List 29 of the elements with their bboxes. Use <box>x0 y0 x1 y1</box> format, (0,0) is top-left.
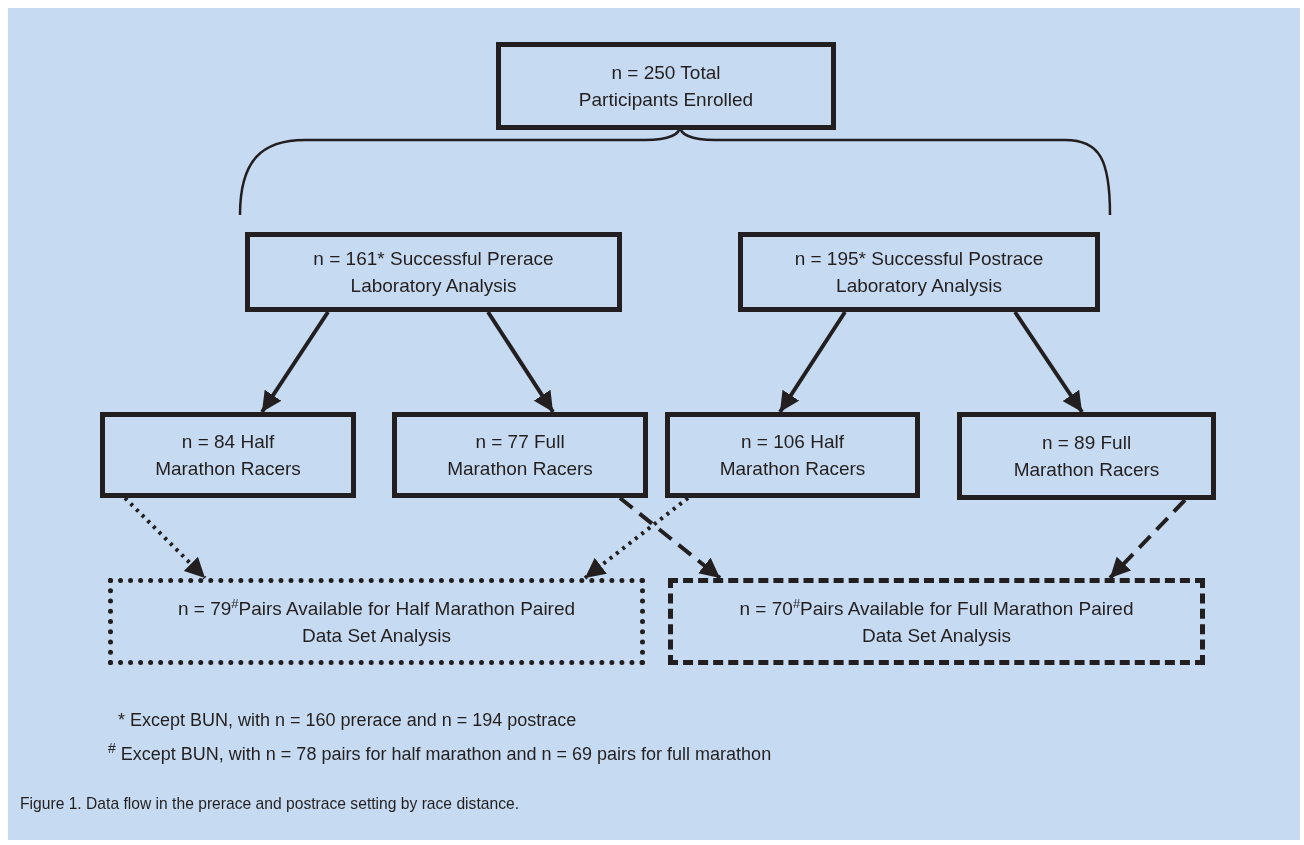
arrow <box>618 496 722 580</box>
box-text: n = 161* Successful Prerace Laboratory Analysis <box>312 247 555 298</box>
process-box <box>668 578 1205 665</box>
box-text: n = 70$^{#}$Pairs Available for Full Marathon Paired Data Set Analysis <box>738 594 1135 648</box>
arrow <box>583 496 690 580</box>
process-box <box>738 232 1100 312</box>
arrow <box>123 496 207 580</box>
box-text: n = 77 Full Marathon Racers <box>446 430 594 481</box>
arrow <box>778 310 847 414</box>
process-box <box>665 412 920 498</box>
box-text: n = 250 Total Participants Enrolled <box>577 61 755 112</box>
process-box <box>496 42 836 130</box>
box-text: n = 89 Full Marathon Racers <box>1012 431 1161 482</box>
arrow <box>486 310 555 414</box>
box-text: n = 106 Half Marathon Racers <box>718 430 867 481</box>
box-text: n = 195* Successful Postrace Laboratory Analysis <box>793 247 1045 298</box>
arrow <box>1013 310 1084 414</box>
box-text: n = 79$^{#}$Pairs Available for Half Marathon Paired Data Set Analysis <box>176 594 577 648</box>
process-box <box>957 412 1216 500</box>
arrow <box>260 310 330 414</box>
process-box <box>100 412 356 498</box>
figure-caption: Figure 1. Data flow in the prerace and postrace setting by race distance. <box>20 794 519 814</box>
process-box <box>392 412 648 498</box>
footnote: $^{#}$ Except BUN, with n = 78 pairs for half marathon and n = 69 pairs for full marathon <box>108 744 772 765</box>
arrow <box>1108 498 1187 580</box>
footnote: * Except BUN, with n = 160 prerace and n = 194 postrace <box>118 710 577 731</box>
box-text: n = 84 Half Marathon Racers <box>154 430 302 481</box>
process-box <box>245 232 622 312</box>
process-box <box>108 578 645 665</box>
